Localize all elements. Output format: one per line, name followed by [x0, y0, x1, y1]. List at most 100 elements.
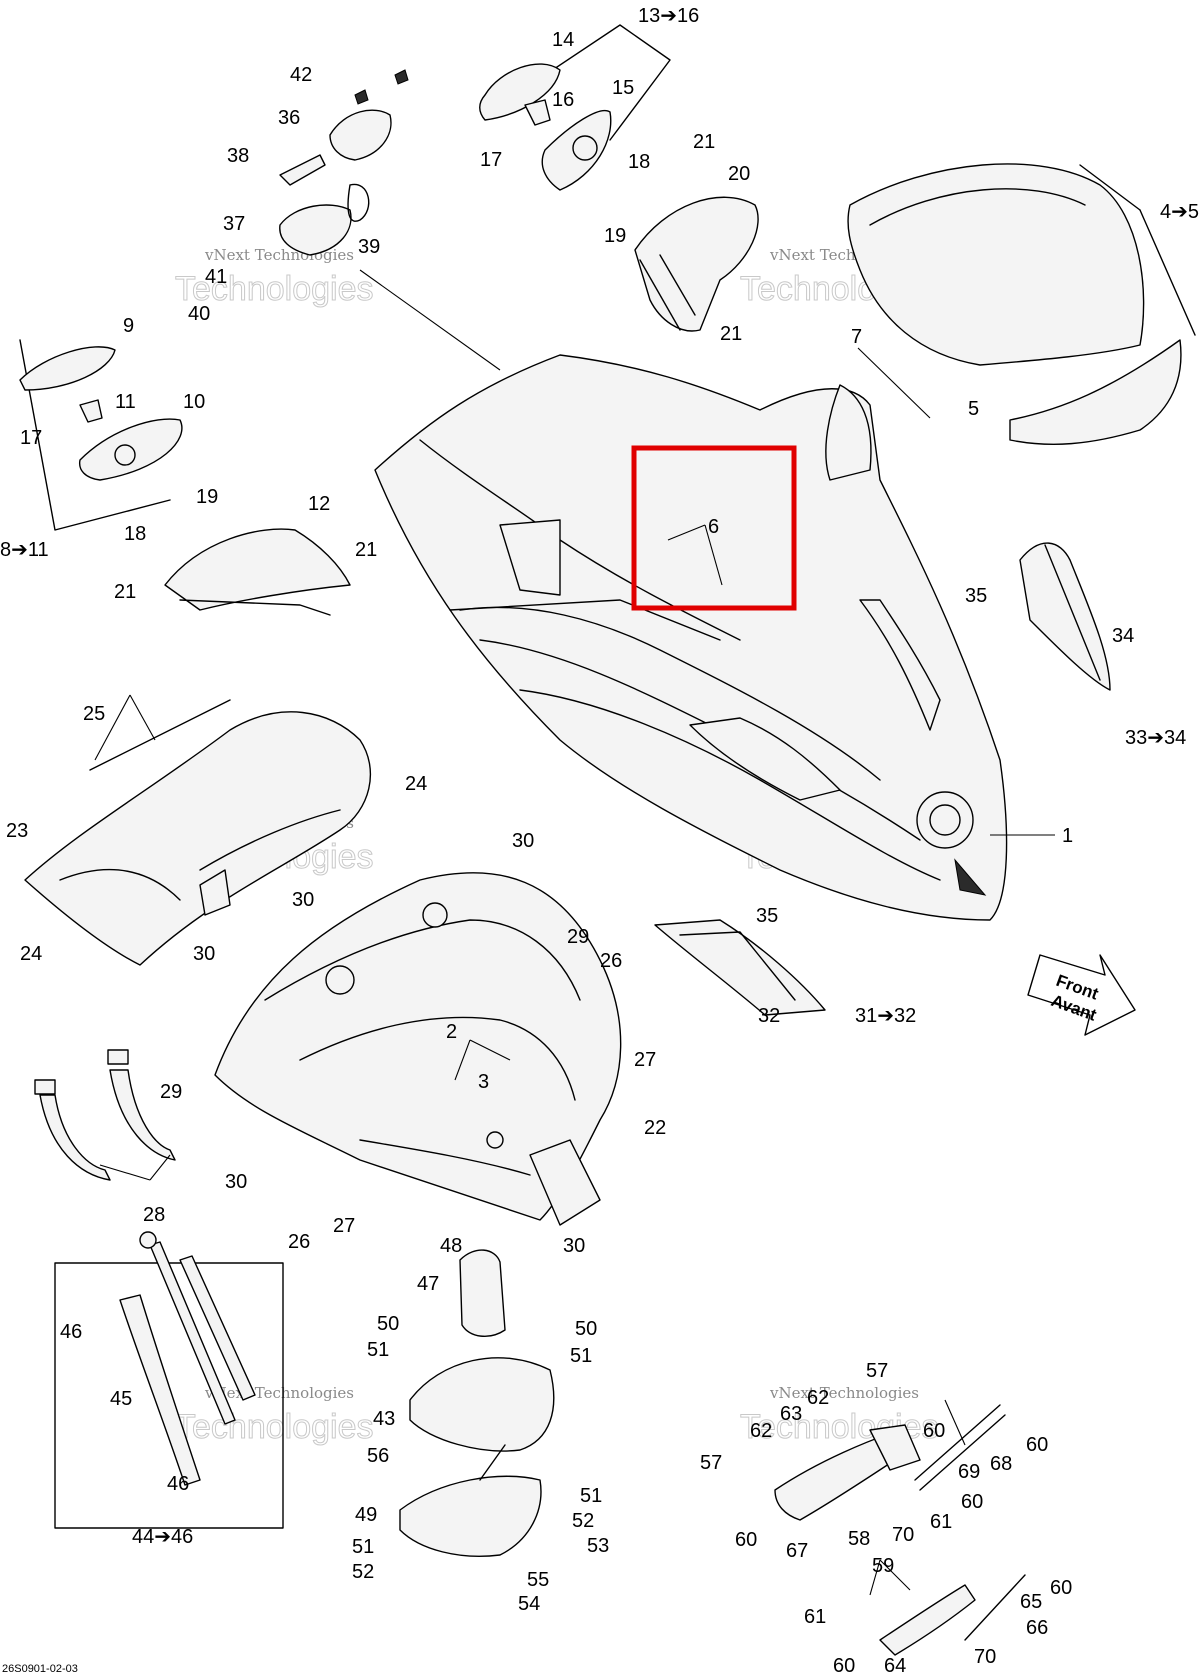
side-panel-part-23	[24, 699, 372, 966]
callout-12: 12	[308, 493, 330, 515]
callout-30: 30	[512, 830, 534, 852]
lamp-part-33	[1019, 542, 1111, 691]
leader-lines	[94, 269, 966, 1596]
callout-53: 53	[587, 1535, 609, 1557]
callout-51: 51	[367, 1339, 389, 1361]
callout-39: 39	[358, 236, 380, 258]
callout-60: 60	[735, 1529, 757, 1551]
callout-65: 65	[1020, 1591, 1042, 1613]
strap-part-28	[34, 1049, 176, 1181]
drawing-code: 26S0901-02-03	[2, 1663, 78, 1675]
callout-33: 33➔34	[1125, 727, 1186, 749]
callout-60: 60	[923, 1420, 945, 1442]
callout-21: 21	[720, 323, 742, 345]
callout-69: 69	[958, 1461, 980, 1483]
callout-61: 61	[930, 1511, 952, 1533]
callout-49: 49	[355, 1504, 377, 1526]
callout-62: 62	[807, 1387, 829, 1409]
callout-66: 66	[1026, 1617, 1048, 1639]
callout-13: 13➔16	[638, 5, 699, 27]
callout-54: 54	[518, 1593, 540, 1615]
callout-29: 29	[160, 1081, 182, 1103]
callout-57: 57	[866, 1360, 888, 1382]
callout-21: 21	[114, 581, 136, 603]
callout-56: 56	[367, 1445, 389, 1467]
callout-50: 50	[377, 1313, 399, 1335]
callout-55: 55	[527, 1569, 549, 1591]
vent-part-20	[634, 196, 759, 332]
callout-41: 41	[205, 266, 227, 288]
callout-27: 27	[333, 1215, 355, 1237]
callout-40: 40	[188, 303, 210, 325]
gauge-assembly-36-42	[279, 69, 409, 256]
callout-29: 29	[567, 926, 589, 948]
callout-30: 30	[193, 943, 215, 965]
callout-21: 21	[693, 131, 715, 153]
callout-42: 42	[290, 64, 312, 86]
callout-52: 52	[352, 1561, 374, 1583]
callout-18: 18	[124, 523, 146, 545]
front-arrow: Front Avant	[1027, 954, 1136, 1036]
mirror-assembly-8-11	[19, 339, 183, 531]
callout-35: 35	[756, 905, 778, 927]
belly-pan-part-22	[214, 872, 622, 1226]
callout-59: 59	[872, 1555, 894, 1577]
callout-17: 17	[480, 149, 502, 171]
callout-1: 1	[1062, 825, 1073, 847]
callout-35: 35	[965, 585, 987, 607]
callout-45: 45	[110, 1388, 132, 1410]
intake-assembly-43	[399, 1249, 555, 1557]
callout-47: 47	[417, 1273, 439, 1295]
callouts: 1 2 3 4➔5 5 6 7 8➔11 9 10 11 12 13➔16 14…	[0, 5, 1199, 1676]
callout-20: 20	[728, 163, 750, 185]
watermark-text: vNext Technologies	[204, 246, 354, 264]
callout-28: 28	[143, 1204, 165, 1226]
callout-24: 24	[20, 943, 42, 965]
callout-68: 68	[990, 1453, 1012, 1475]
callout-30: 30	[563, 1235, 585, 1257]
windshield-part-4	[847, 163, 1196, 445]
callout-7: 7	[851, 326, 862, 348]
callout-30: 30	[292, 889, 314, 911]
side-vent-part-12	[164, 528, 351, 616]
callout-26: 26	[288, 1231, 310, 1253]
watermark-text: Technologies	[175, 1408, 373, 1446]
callout-2: 2	[446, 1021, 457, 1043]
callout-46: 46	[167, 1473, 189, 1495]
callout-52: 52	[572, 1510, 594, 1532]
callout-34: 34	[1112, 625, 1134, 647]
callout-9: 9	[123, 315, 134, 337]
callout-27: 27	[634, 1049, 656, 1071]
callout-6: 6	[708, 516, 719, 538]
callout-36: 36	[278, 107, 300, 129]
callout-15: 15	[612, 77, 634, 99]
callout-19: 19	[196, 486, 218, 508]
callout-64: 64	[884, 1655, 906, 1676]
callout-51: 51	[580, 1485, 602, 1507]
highlight-box	[631, 445, 797, 611]
kit-box-44-46	[54, 1231, 284, 1529]
callout-26: 26	[600, 950, 622, 972]
callout-21: 21	[355, 539, 377, 561]
callout-22: 22	[644, 1117, 666, 1139]
callout-10: 10	[183, 391, 205, 413]
callout-70: 70	[892, 1524, 914, 1546]
callout-16: 16	[552, 89, 574, 111]
callout-38: 38	[227, 145, 249, 167]
callout-62: 62	[750, 1420, 772, 1442]
callout-50: 50	[575, 1318, 597, 1340]
callout-23: 23	[6, 820, 28, 842]
callout-30: 30	[225, 1171, 247, 1193]
callout-19: 19	[604, 225, 626, 247]
watermark-text: vNext Technologies	[769, 1384, 919, 1402]
callout-61: 61	[804, 1606, 826, 1628]
callout-48: 48	[440, 1235, 462, 1257]
callout-32: 32	[758, 1005, 780, 1027]
grille-part-31	[654, 919, 826, 1016]
callout-46: 46	[60, 1321, 82, 1343]
callout-70: 70	[974, 1646, 996, 1668]
footrest-assembly-57-70	[774, 1404, 1026, 1656]
callout-18: 18	[628, 151, 650, 173]
callout-24: 24	[405, 773, 427, 795]
